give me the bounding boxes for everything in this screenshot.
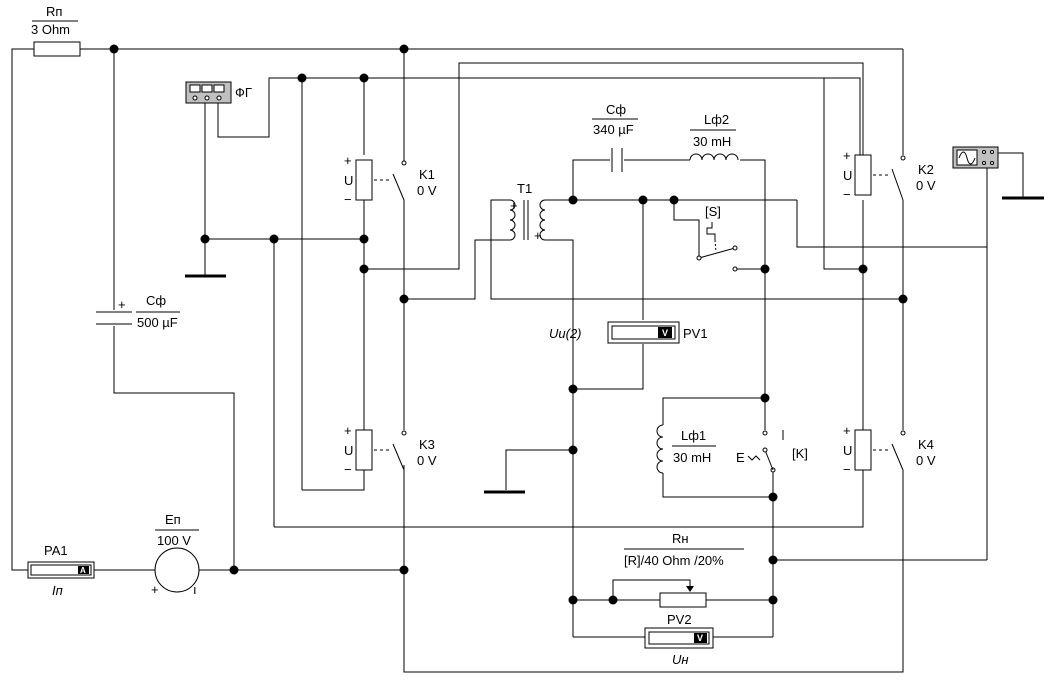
load-resistor[interactable]: Rн [R]/40 Ohm /20% (624, 531, 744, 608)
pv2-name: PV2 (667, 612, 692, 627)
svg-text:−: − (344, 192, 352, 207)
svg-text:+: + (843, 148, 851, 163)
svg-text:ı: ı (193, 582, 197, 597)
supply-resistor-value: 3 Ohm (31, 22, 70, 37)
input-capacitor-name: Cф (146, 293, 166, 308)
transformer-name: T1 (517, 181, 532, 196)
switch-k3-value: 0 V (417, 453, 437, 468)
supply-source-name: Eп (165, 512, 181, 527)
svg-text:−: − (843, 187, 851, 202)
switch-k1-value: 0 V (417, 183, 437, 198)
pv2-unit: V (697, 633, 703, 643)
key-s[interactable]: [S] (696, 204, 738, 272)
svg-text:+: + (151, 582, 159, 597)
switch-k4[interactable]: + U − K4 0 V (843, 423, 936, 477)
input-capacitor-value: 500 µF (137, 315, 178, 330)
switch-k4-name: K4 (918, 437, 934, 452)
svg-text:U: U (843, 443, 852, 458)
pv1-name: PV1 (683, 326, 708, 341)
switch-k2-name: K2 (918, 162, 934, 177)
output-capacitor-value: 340 µF (593, 122, 634, 137)
input-capacitor[interactable]: + Cф 500 µF (96, 293, 180, 330)
svg-text:−: − (843, 462, 851, 477)
svg-text:U: U (344, 443, 353, 458)
wires (11, 48, 1024, 673)
pv1-caption: Uu(2) (549, 326, 582, 341)
inductor-l2-value: 30 mH (693, 134, 731, 149)
pa1-unit: A (80, 566, 86, 575)
svg-text:+: + (344, 423, 352, 438)
junction-dots (109, 44, 908, 605)
load-resistor-name: Rн (672, 531, 689, 546)
pv2-caption: Uн (672, 652, 689, 667)
svg-text:+: + (534, 228, 542, 243)
inductor-l1-name: Lф1 (681, 428, 706, 443)
function-generator-label: ФГ (235, 85, 252, 100)
load-resistor-value: [R]/40 Ohm /20% (624, 553, 724, 568)
svg-text:U: U (344, 173, 353, 188)
switch-k4-value: 0 V (916, 453, 936, 468)
inductor-l1[interactable]: Lф1 30 mH (656, 424, 716, 474)
voltmeter-pv1[interactable]: V PV1 Uu(2) (549, 321, 708, 344)
switch-k3[interactable]: + U − K3 0 V (344, 423, 437, 477)
supply-source-value: 100 V (157, 533, 191, 548)
key-k[interactable]: E [K] (736, 430, 808, 473)
voltmeter-pv2[interactable]: V PV2 Uн (644, 612, 714, 667)
switch-k2[interactable]: + U − K2 0 V (843, 148, 936, 202)
function-generator[interactable]: ФГ (185, 81, 252, 104)
pv1-unit: V (662, 328, 668, 338)
oscilloscope[interactable] (952, 146, 999, 169)
output-capacitor[interactable]: Cф 340 µF (592, 102, 638, 172)
switch-k3-name: K3 (419, 437, 435, 452)
supply-resistor[interactable]: Rп 3 Ohm (31, 4, 81, 57)
svg-text:+: + (344, 153, 352, 168)
inductor-l2-name: Lф2 (704, 112, 729, 127)
inductor-l1-value: 30 mH (673, 450, 711, 465)
output-capacitor-name: Cф (606, 102, 626, 117)
pa1-caption: Iп (52, 583, 63, 598)
supply-source[interactable]: Eп 100 V + ı (151, 512, 200, 597)
svg-text:+: + (510, 198, 518, 213)
key-k-label: [K] (792, 446, 808, 461)
svg-text:U: U (843, 168, 852, 183)
pa1-name: PA1 (44, 543, 68, 558)
supply-resistor-name: Rп (46, 4, 62, 19)
switch-k2-value: 0 V (916, 178, 936, 193)
key-k-e-label: E (736, 450, 745, 465)
switch-k1-name: K1 (419, 167, 435, 182)
svg-text:−: − (344, 462, 352, 477)
svg-text:+: + (843, 423, 851, 438)
switch-k1[interactable]: + U − K1 0 V (344, 153, 437, 207)
ammeter-pa1[interactable]: A PA1 Iп (27, 543, 95, 598)
input-capacitor-plus: + (118, 297, 126, 312)
key-s-label: [S] (705, 204, 721, 219)
inductor-l2[interactable]: Lф2 30 mH (689, 112, 739, 161)
transformer-t1[interactable]: T1 + + (509, 181, 546, 243)
